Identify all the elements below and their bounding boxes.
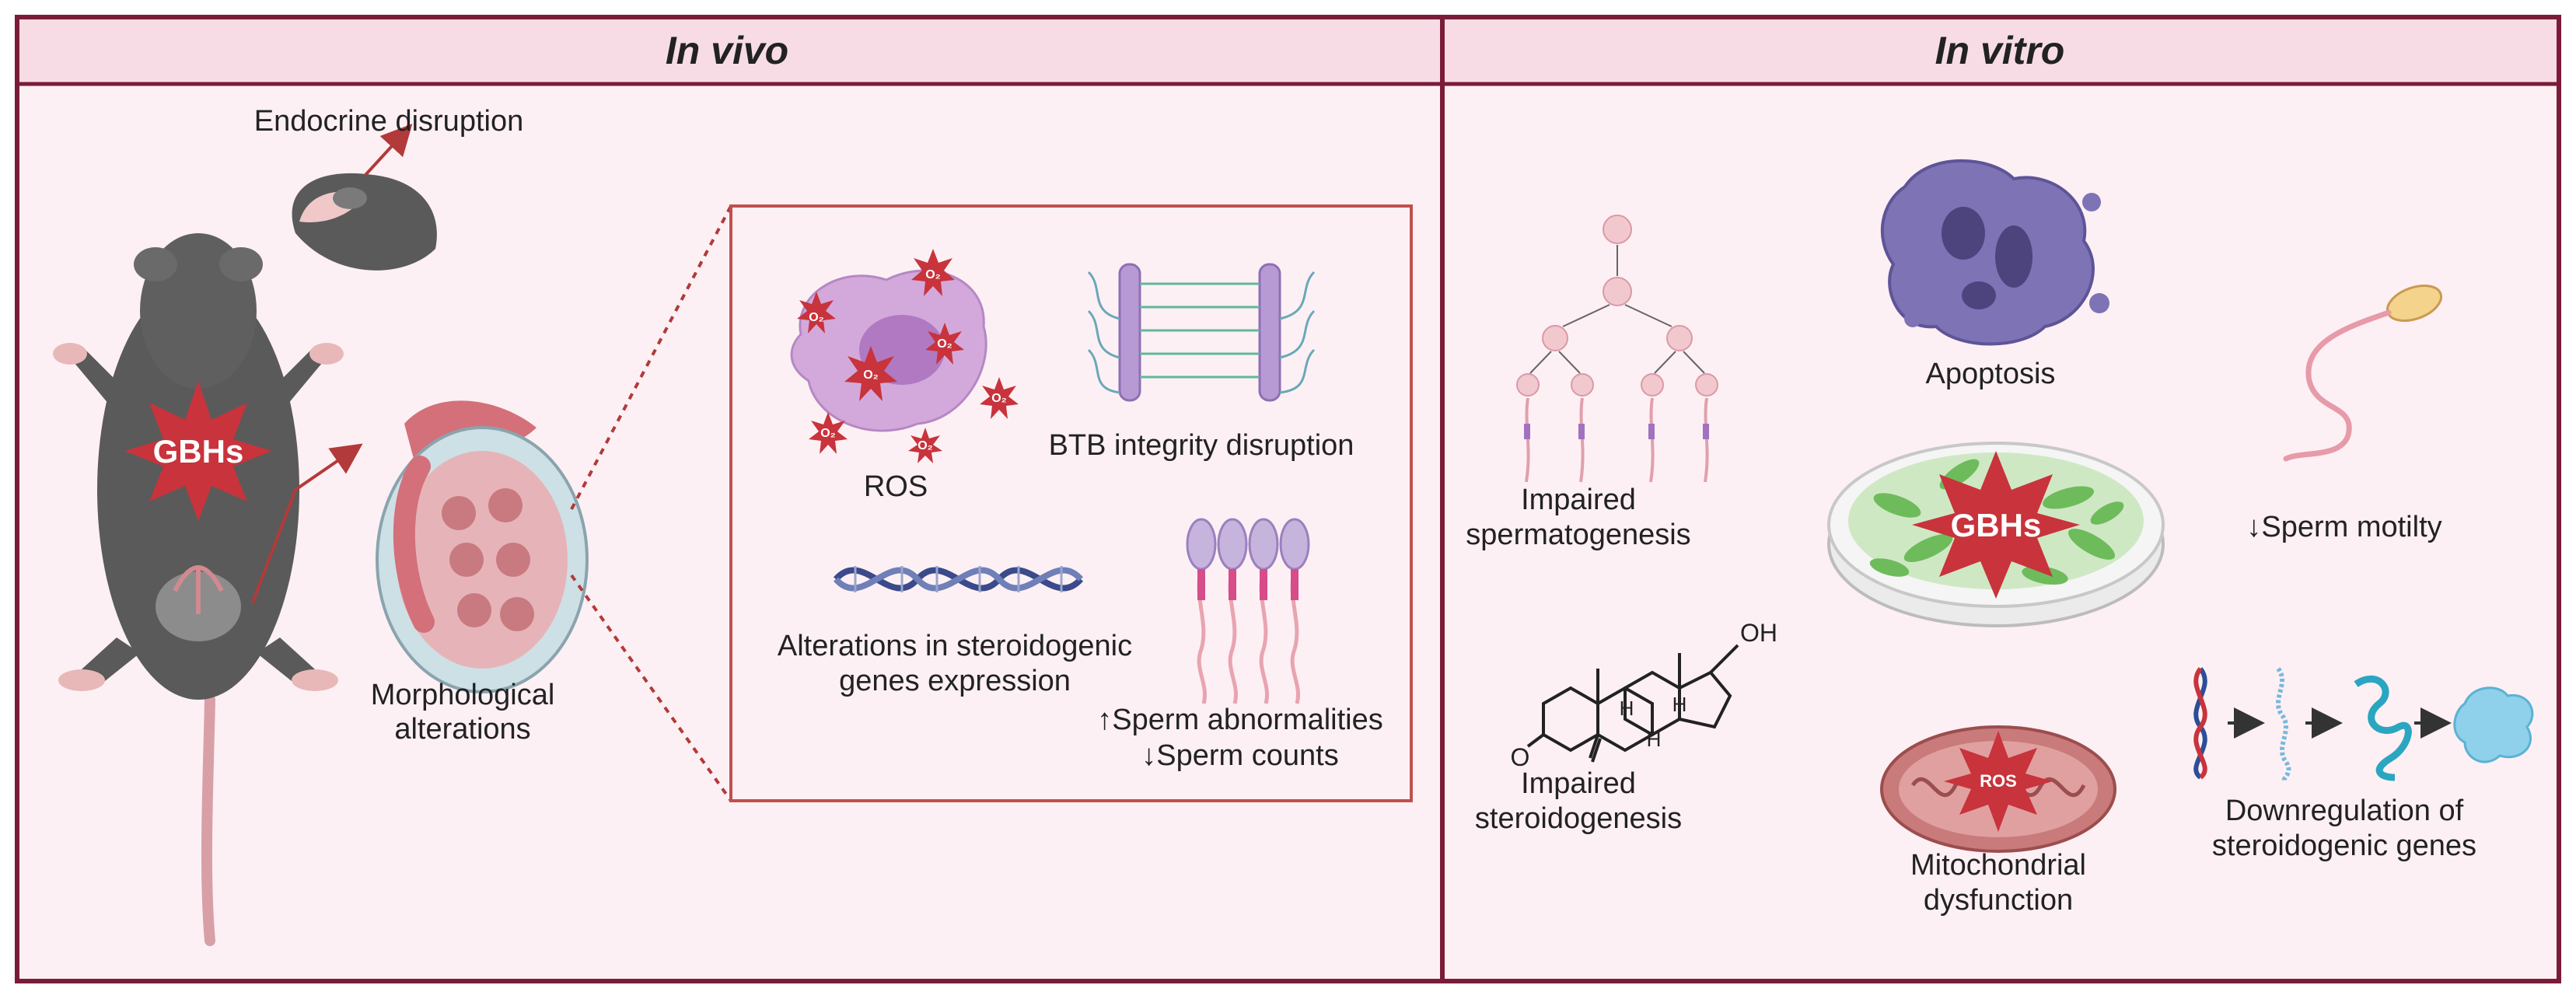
downregulation-label-2: steroidogenic genes xyxy=(2212,830,2476,862)
btb-label: BTB integrity disruption xyxy=(1049,429,1354,462)
ros-label: ROS xyxy=(864,470,928,503)
gbhs-badge-mouse xyxy=(124,381,272,521)
morphological-label-2: alterations xyxy=(394,713,530,746)
steroid-o-label: O xyxy=(1511,743,1530,771)
in-vivo-header xyxy=(19,19,1440,83)
spermatogenesis-illustration xyxy=(1516,215,1718,483)
sperm-motility-illustration xyxy=(2283,285,2443,462)
o2-label-5: O₂ xyxy=(991,392,1007,405)
zoom-line-bottom xyxy=(570,574,732,802)
o2-label-2: O₂ xyxy=(809,311,824,324)
o2-label-3: O₂ xyxy=(863,369,879,382)
impaired-steroidogenesis-label-2: steroidogenesis xyxy=(1475,802,1682,835)
btb-illustration xyxy=(1087,263,1316,402)
sperm-counts-label: ↓Sperm counts xyxy=(1141,739,1338,772)
gene-expression-pathway xyxy=(2193,667,2534,783)
o2-label-4: O₂ xyxy=(937,337,952,351)
o2-label-1: O₂ xyxy=(925,268,941,281)
steroidogenic-alteration-label-2: genes expression xyxy=(839,665,1071,697)
testis-illustration xyxy=(376,400,589,693)
ros-o2-stars: O₂ O₂ O₂ O₂ O₂ O₂ O₂ xyxy=(797,249,1019,463)
endocrine-label: Endocrine disruption xyxy=(254,105,523,138)
apoptosis-label: Apoptosis xyxy=(1926,358,2056,390)
mitochondrial-dysfunction-label-1: Mitochondrial xyxy=(1910,849,2086,882)
ros-cell-illustration xyxy=(790,269,987,432)
impaired-spermatogenesis-label-1: Impaired xyxy=(1521,484,1636,516)
testis-arrow xyxy=(251,443,363,603)
impaired-steroidogenesis-label-1: Impaired xyxy=(1521,767,1636,800)
sperm-abnormalities-label: ↑Sperm abnormalities xyxy=(1097,704,1382,736)
ros-label-mito: ROS xyxy=(1980,771,2017,791)
downregulation-label-1: Downregulation of xyxy=(2225,795,2464,827)
steroid-h-label-1: H xyxy=(1620,697,1634,720)
mitochondrial-dysfunction-label-2: dysfunction xyxy=(1924,884,2073,917)
in-vitro-header xyxy=(1445,19,2557,83)
in-vivo-title: In vivo xyxy=(666,29,788,72)
ros-badge-mito xyxy=(1944,731,2053,832)
steroid-structure-illustration xyxy=(1526,644,1739,763)
o2-label-7: O₂ xyxy=(918,439,933,452)
gbhs-label-dish: GBHs xyxy=(1951,507,2042,543)
apoptotic-cell-illustration xyxy=(1880,159,2109,346)
impaired-spermatogenesis-label-2: spermatogenesis xyxy=(1466,519,1690,551)
steroidogenic-alteration-label-1: Alterations in steroidogenic xyxy=(778,630,1132,662)
mouse-head-illustration xyxy=(292,173,437,271)
o2-label-6: O₂ xyxy=(820,427,836,440)
steroid-oh-label: OH xyxy=(1740,619,1777,647)
steroid-h-label-3: H xyxy=(1672,693,1687,716)
morphological-label-1: Morphological xyxy=(371,679,555,711)
abnormal-sperm-illustration xyxy=(1186,518,1310,704)
endocrine-arrow xyxy=(364,124,413,176)
in-vitro-title: In vitro xyxy=(1935,29,2065,72)
sperm-motility-label: ↓Sperm motilty xyxy=(2246,511,2441,543)
dna-illustration xyxy=(833,566,1084,592)
gbhs-label-mouse: GBHs xyxy=(153,433,244,470)
steroid-h-label-2: H xyxy=(1647,728,1662,751)
gbhs-badge-dish xyxy=(1912,451,2080,599)
